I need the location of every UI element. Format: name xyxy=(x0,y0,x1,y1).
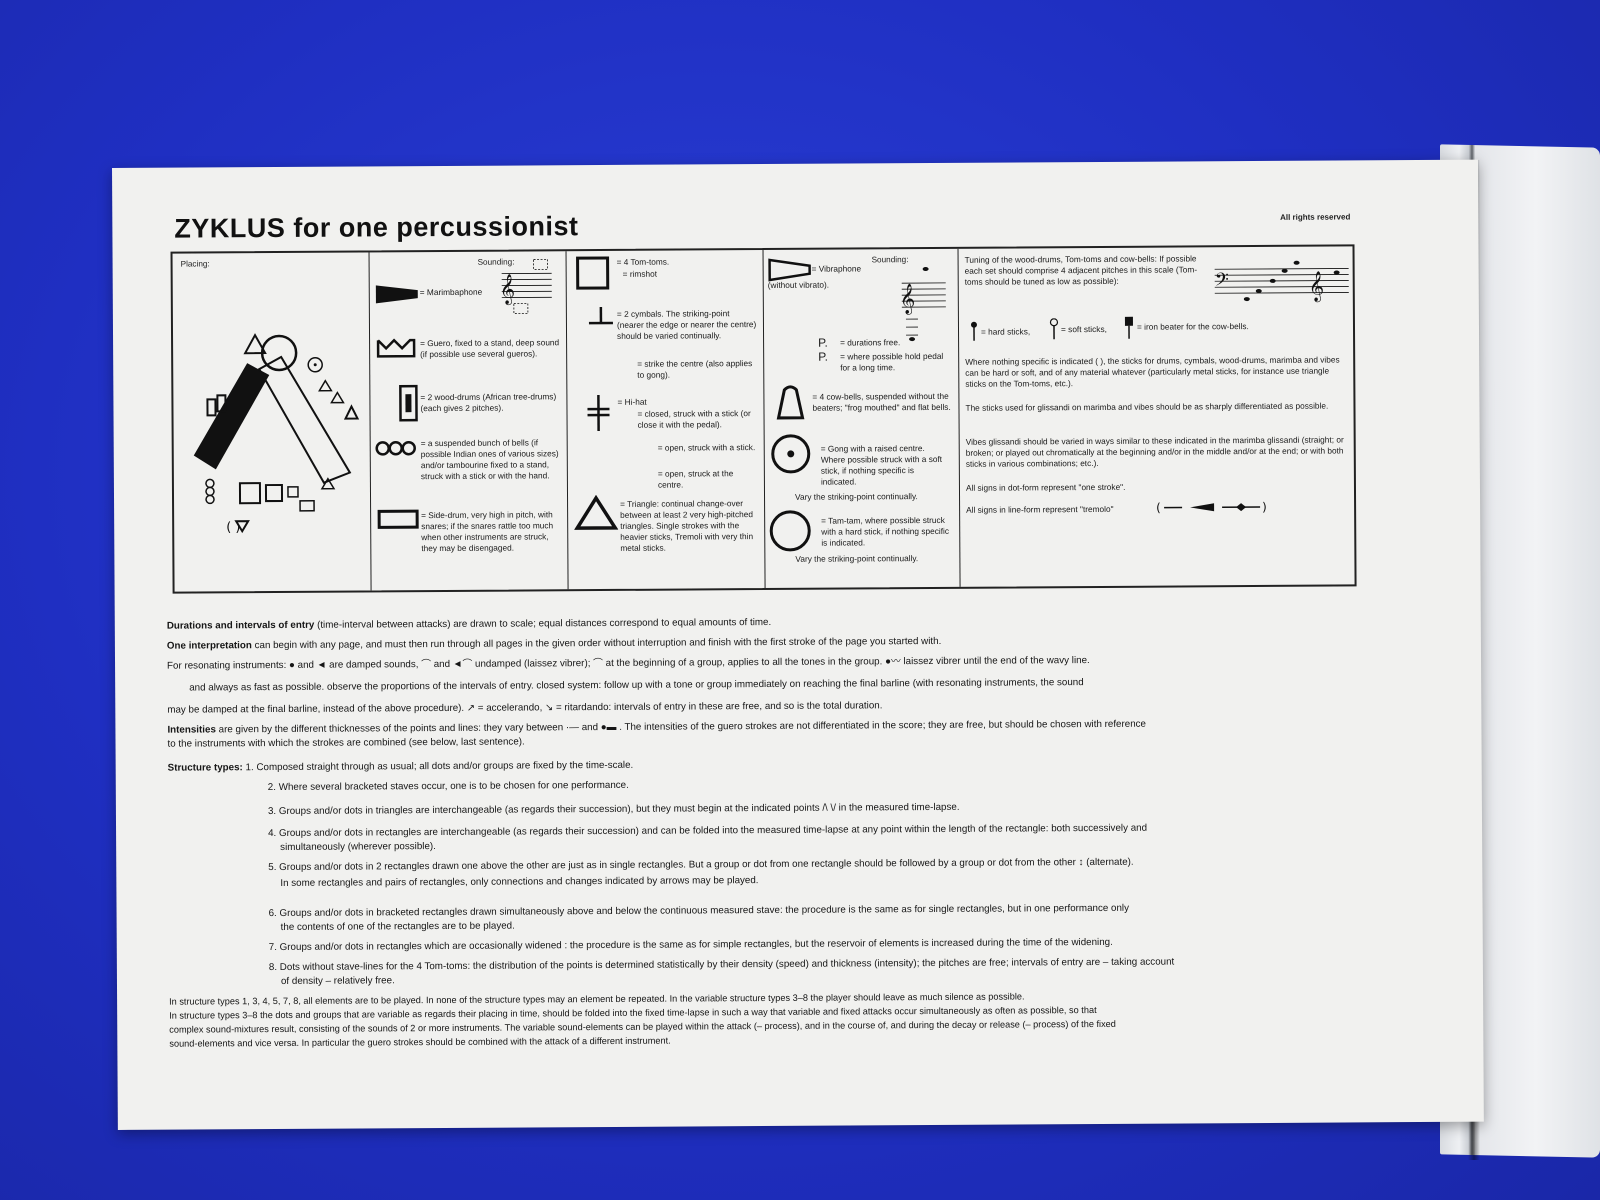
wood-drums-text: = 2 wood-drums (African tree-drums) (eac… xyxy=(420,391,557,414)
interpretation-text: can begin with any page, and must then r… xyxy=(254,635,942,652)
structure-1: 1. Composed straight through as usual; a… xyxy=(245,759,634,774)
strike-centre-text: = strike the centre (also applies to gon… xyxy=(637,358,753,380)
tuning-scale-icon: 𝄢 𝄞 xyxy=(1214,260,1349,303)
side-drum-text: = Side-drum, very high in pitch, with sn… xyxy=(421,509,554,553)
column-vibraphone: = Vibraphone (without vibrato). Sounding… xyxy=(763,248,961,589)
resonating-text: For resonating instruments: ● and ◄ are … xyxy=(167,655,1090,672)
without-vibrato-text: (without vibrato). xyxy=(767,279,830,290)
svg-text:): ) xyxy=(1262,500,1267,514)
hihat-icon xyxy=(587,395,610,432)
structure-5: 5. Groups and/or dots in 2 rectangles dr… xyxy=(268,856,1134,874)
wood-drum-icon xyxy=(399,384,418,422)
final-note-4: sound-elements and vice versa. In partic… xyxy=(169,1035,671,1049)
svg-text:𝄢: 𝄢 xyxy=(1215,270,1229,295)
vib-staff-icon: 𝄞 xyxy=(900,267,946,342)
fast-text: and always as fast as possible. observe … xyxy=(189,677,1084,694)
svg-text:𝄞: 𝄞 xyxy=(1309,271,1325,303)
column-toms: = 4 Tom-toms. = rimshot = 2 cymbals. The… xyxy=(566,250,766,590)
hihat-text: = Hi-hat xyxy=(617,396,647,407)
svg-text:𝄞: 𝄞 xyxy=(900,283,916,315)
tom-tom-icon xyxy=(576,256,610,290)
tom-toms-text: = 4 Tom-toms. xyxy=(616,256,670,267)
svg-text:( ): ( ) xyxy=(226,520,240,535)
bells-text: = a suspended bunch of bells (if possibl… xyxy=(420,437,559,481)
performance-notes: Durations and intervals of entry (time-i… xyxy=(167,612,1367,1049)
iron-beater-icon xyxy=(1124,316,1133,339)
soft-stick-icon xyxy=(1049,318,1059,340)
iron-beater-text: = iron beater for the cow-bells. xyxy=(1136,321,1249,332)
placing-diagram: ( ) xyxy=(193,333,360,535)
dot-form-text: All signs in dot-form represent "one str… xyxy=(965,481,1126,493)
structure-4b: simultaneously (wherever possible). xyxy=(280,841,436,853)
glissandi-text: The sticks used for glissandi on marimba… xyxy=(965,400,1329,413)
soft-sticks-text: = soft sticks, xyxy=(1060,323,1107,335)
damped-text: may be damped at the final barline, inst… xyxy=(167,700,883,716)
structure-3: 3. Groups and/or dots in triangles are i… xyxy=(267,801,960,818)
vary-point-2: Vary the striking-point continually. xyxy=(795,553,919,564)
nothing-specific-text: Where nothing specific is indicated ( ),… xyxy=(965,354,1340,389)
vibraphone-icon xyxy=(768,258,811,282)
durations-free-text: = durations free. xyxy=(840,337,901,348)
structure-6: 6. Groups and/or dots in bracketed recta… xyxy=(268,902,1130,920)
durations-heading: Durations and intervals of entry xyxy=(166,619,315,632)
gong-text: = Gong with a raised centre. Where possi… xyxy=(820,443,943,487)
structure-4: 4. Groups and/or dots in rectangles are … xyxy=(268,822,1148,840)
svg-text:(: ( xyxy=(1156,501,1161,515)
vary-point-1: Vary the striking-point continually. xyxy=(794,491,918,502)
bells-icon xyxy=(375,440,416,456)
guero-text: = Guero, fixed to a stand, deep sound (i… xyxy=(420,337,560,360)
interpretation-heading: One interpretation xyxy=(166,640,252,652)
p-pedal-symbol: P. xyxy=(818,349,829,364)
structure-5b: In some rectangles and pairs of rectangl… xyxy=(280,875,759,889)
cymbal-icon xyxy=(588,307,613,325)
instrument-table: Placing: ( ) xyxy=(170,244,1357,594)
structure-7: 7. Groups and/or dots in rectangles whic… xyxy=(268,936,1113,954)
svg-text:𝄞: 𝄞 xyxy=(500,274,516,306)
cowbells-text: = 4 cow-bells, suspended without the bea… xyxy=(812,390,951,413)
page-title: ZYKLUS for one percussionist xyxy=(174,211,579,244)
hard-sticks-text: = hard sticks, xyxy=(980,326,1031,337)
vibraphone-text: = Vibraphone xyxy=(811,263,862,274)
triangle-text: = Triangle: continual change-over betwee… xyxy=(620,498,754,553)
intensities-heading: Intensities xyxy=(167,724,216,736)
placing-label: Placing: xyxy=(180,259,210,269)
rimshot-text: = rimshot xyxy=(622,268,658,279)
tremolo-signs-icon: ( ) xyxy=(1156,500,1267,515)
tuning-text: Tuning of the wood-drums, Tom-toms and c… xyxy=(964,253,1198,287)
rights-notice: All rights reserved xyxy=(1280,212,1351,222)
structure-heading: Structure types: xyxy=(167,762,243,774)
tamtam-icon xyxy=(769,510,811,552)
guero-icon xyxy=(376,338,416,358)
hold-pedal-text: = where possible hold pedal for a long t… xyxy=(840,350,944,373)
column-sticks: Tuning of the wood-drums, Tom-toms and c… xyxy=(959,246,1355,586)
side-drum-icon xyxy=(377,509,419,529)
gong-icon xyxy=(771,434,811,474)
structure-8: 8. Dots without stave-lines for the 4 To… xyxy=(268,956,1175,974)
placing-column: Placing: ( ) xyxy=(172,252,372,592)
cowbell-icon xyxy=(776,385,805,420)
structure-8b: of density – relatively free. xyxy=(280,975,395,987)
cymbals-text: = 2 cymbals. The striking-point (nearer … xyxy=(616,308,757,341)
hard-stick-icon xyxy=(970,321,977,341)
marimbaphone-text: = Marimbaphone xyxy=(419,286,483,298)
line-form-text: All signs in line-form represent "tremol… xyxy=(966,503,1114,515)
treble-staff-icon: 𝄞 xyxy=(500,258,552,314)
marimba-icon xyxy=(375,285,418,304)
hihat-closed-text: = closed, struck with a stick (or close … xyxy=(637,408,751,430)
intensities-text-2: to the instruments with which the stroke… xyxy=(167,736,525,750)
hihat-open-centre-text: = open, struck at the centre. xyxy=(657,468,734,490)
intensities-text: are given by the different thicknesses o… xyxy=(218,718,1147,736)
structure-2: 2. Where several bracketed staves occur,… xyxy=(267,779,629,794)
column-marimba: Sounding: 𝄞 = Marimbaphone = Guero, fixe… xyxy=(369,251,569,591)
vibes-glissandi-text: Vibes glissandi should be varied in ways… xyxy=(965,434,1344,469)
tamtam-text: = Tam-tam, where possible struck with a … xyxy=(821,514,950,548)
hihat-open-stick-text: = open, struck with a stick. xyxy=(657,442,756,453)
structure-6b: the contents of one of the rectangles ar… xyxy=(280,920,515,933)
durations-text: (time-interval between attacks) are draw… xyxy=(317,616,772,631)
triangle-icon xyxy=(574,494,619,530)
score-page: ZYKLUS for one percussionist All rights … xyxy=(112,159,1484,1130)
